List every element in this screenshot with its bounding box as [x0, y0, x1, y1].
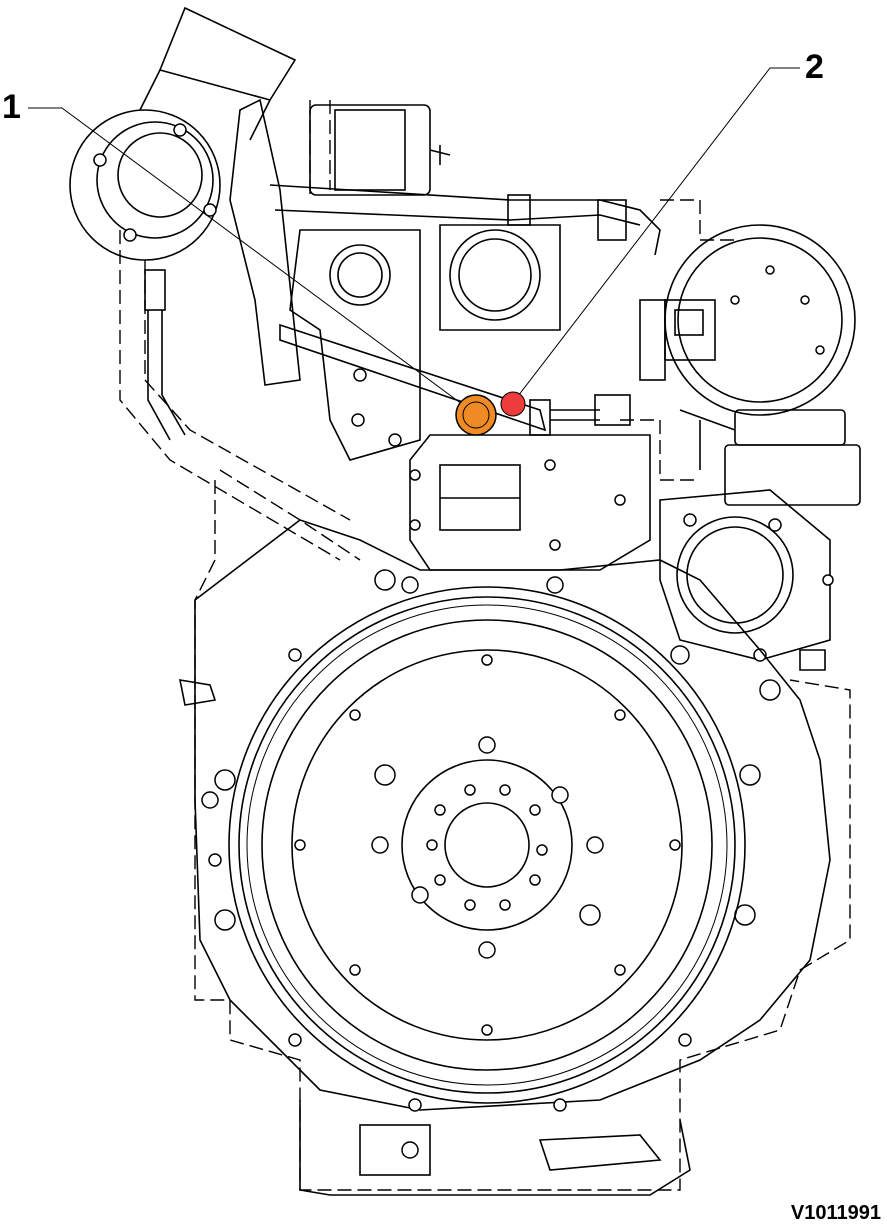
marker-1 [455, 394, 497, 436]
mid-bracket [279, 224, 561, 461]
oil-sump [299, 1100, 691, 1196]
figure-id: V1011991 [790, 1202, 881, 1224]
leader-lines [28, 67, 800, 411]
oil-filter-housing [679, 409, 861, 506]
left-pulley-assembly [69, 109, 221, 441]
callout-label-2: 2 [805, 48, 824, 86]
alternator [639, 224, 856, 416]
sensor-connector [529, 394, 631, 436]
callout-label-1: 1 [2, 88, 21, 126]
central-cover-plate [409, 434, 651, 571]
left-fittings [178, 649, 826, 706]
flywheel [228, 586, 746, 1104]
flywheel-housing [194, 519, 831, 1112]
right-port [659, 489, 834, 662]
coolant-pipes [139, 6, 661, 386]
thermostat-housing [309, 104, 451, 196]
marker-2 [500, 391, 526, 417]
